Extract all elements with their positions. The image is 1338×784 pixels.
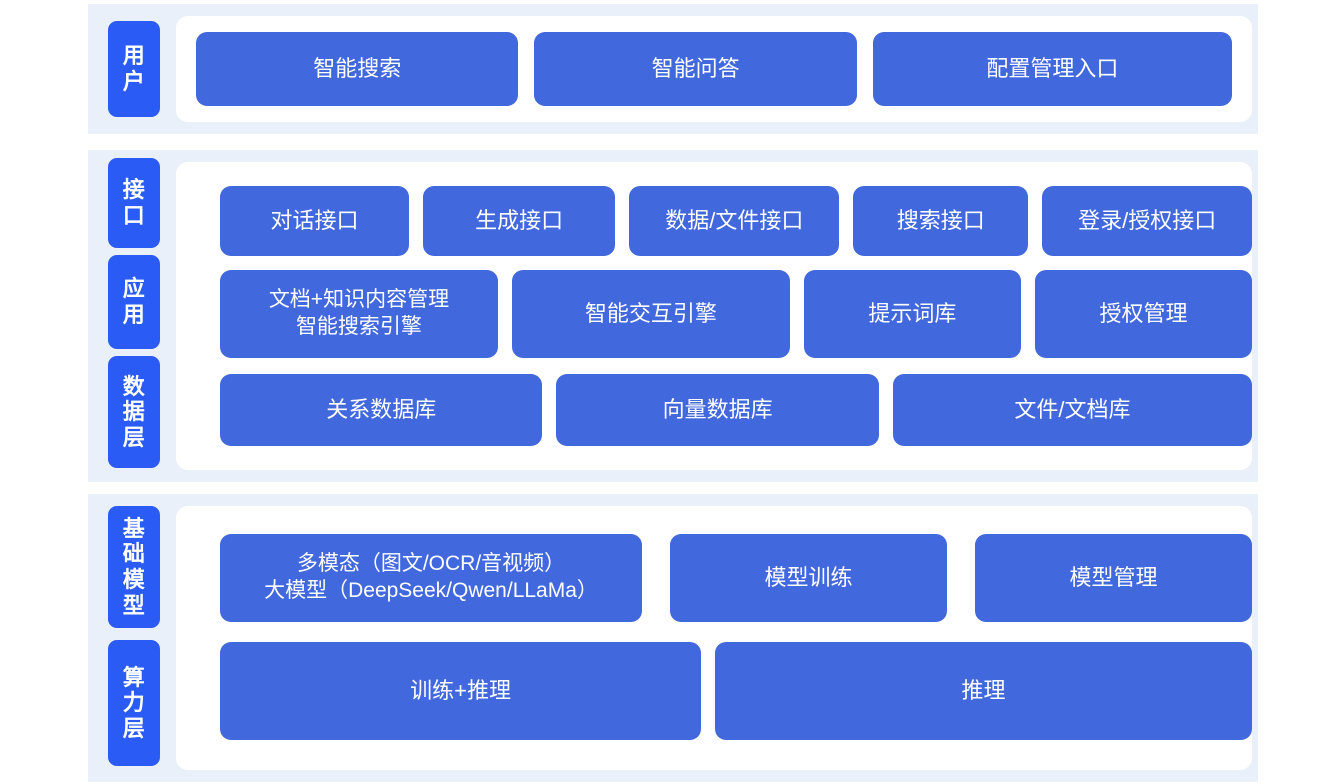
box-smart-interaction-engine[interactable]: 智能交互引擎 xyxy=(511,270,790,358)
tab-user-char-0: 用 xyxy=(122,43,146,69)
box-multimodal-line-2: 大模型（DeepSeek/Qwen/LLaMa） xyxy=(264,579,598,602)
box-smart-qa[interactable]: 智能问答 xyxy=(534,32,857,106)
box-dialog-api[interactable]: 对话接口 xyxy=(220,186,409,256)
tab-api-char-0: 接 xyxy=(122,177,146,203)
box-inference[interactable]: 推理 xyxy=(715,642,1252,740)
box-doc-knowledge-line-2: 智能搜索引擎 xyxy=(295,315,422,338)
section-card-middle: 对话接口 生成接口 数据/文件接口 搜索接口 登录/授权接口 文档+知识内容管理… xyxy=(176,162,1253,470)
tab-application-char-1: 用 xyxy=(122,302,146,327)
box-multimodal-large-model[interactable]: 多模态（图文/OCR/音视频） 大模型（DeepSeek/Qwen/LLaMa） xyxy=(220,534,642,622)
tab-data-layer-char-1: 据 xyxy=(122,399,146,425)
tab-compute-layer-char-2: 层 xyxy=(122,715,146,741)
tab-user[interactable]: 用 户 xyxy=(108,21,160,117)
box-config-management-entry[interactable]: 配置管理入口 xyxy=(872,32,1232,106)
box-model-training[interactable]: 模型训练 xyxy=(670,534,947,622)
compute-layer-row: 训练+推理 推理 xyxy=(220,642,1252,740)
box-file-document-store[interactable]: 文件/文档库 xyxy=(892,374,1252,446)
box-authorization-management[interactable]: 授权管理 xyxy=(1034,270,1252,358)
tab-column-base: 基 础 模 型 算 力 层 xyxy=(108,494,160,782)
tab-column-middle: 接 口 应 用 数 据 层 xyxy=(108,150,160,482)
tab-application-char-0: 应 xyxy=(122,276,146,302)
tab-data-layer[interactable]: 数 据 层 xyxy=(108,356,160,468)
box-generation-api[interactable]: 生成接口 xyxy=(422,186,616,256)
box-model-management[interactable]: 模型管理 xyxy=(975,534,1252,622)
box-prompt-library[interactable]: 提示词库 xyxy=(803,270,1021,358)
tab-data-layer-char-0: 数 xyxy=(122,373,146,399)
box-search-api[interactable]: 搜索接口 xyxy=(853,186,1029,256)
tab-application[interactable]: 应 用 xyxy=(108,255,160,349)
tab-user-char-1: 户 xyxy=(122,69,146,94)
tab-compute-layer-char-0: 算 xyxy=(122,664,146,690)
box-multimodal-line-1: 多模态（图文/OCR/音视频） xyxy=(296,552,566,576)
box-doc-knowledge-search-engine[interactable]: 文档+知识内容管理 智能搜索引擎 xyxy=(220,270,498,358)
data-layer-row: 关系数据库 向量数据库 文件/文档库 xyxy=(220,374,1252,446)
tab-api[interactable]: 接 口 xyxy=(108,158,160,248)
tab-compute-layer-char-1: 力 xyxy=(122,690,146,716)
tab-foundation-model[interactable]: 基 础 模 型 xyxy=(108,506,160,628)
api-row: 对话接口 生成接口 数据/文件接口 搜索接口 登录/授权接口 xyxy=(220,186,1253,256)
box-vector-database[interactable]: 向量数据库 xyxy=(556,374,879,446)
tab-column-user: 用 户 xyxy=(108,4,160,134)
tab-foundation-model-char-0: 基 xyxy=(122,515,146,541)
box-login-auth-api[interactable]: 登录/授权接口 xyxy=(1042,186,1253,256)
section-card-base: 多模态（图文/OCR/音视频） 大模型（DeepSeek/Qwen/LLaMa）… xyxy=(176,506,1252,770)
application-row: 文档+知识内容管理 智能搜索引擎 智能交互引擎 提示词库 授权管理 xyxy=(220,270,1252,358)
tab-foundation-model-char-3: 型 xyxy=(122,592,146,618)
box-relational-database[interactable]: 关系数据库 xyxy=(220,374,543,446)
foundation-model-row: 多模态（图文/OCR/音视频） 大模型（DeepSeek/Qwen/LLaMa）… xyxy=(220,534,1252,622)
tab-foundation-model-char-2: 模 xyxy=(122,567,146,592)
box-doc-knowledge-line-1: 文档+知识内容管理 xyxy=(268,288,450,312)
user-entries-row: 智能搜索 智能问答 配置管理入口 xyxy=(196,32,1232,106)
tab-foundation-model-char-1: 础 xyxy=(122,541,146,567)
tab-api-char-1: 口 xyxy=(122,203,146,228)
tab-data-layer-char-2: 层 xyxy=(122,424,146,450)
box-data-file-api[interactable]: 数据/文件接口 xyxy=(629,186,840,256)
box-smart-search[interactable]: 智能搜索 xyxy=(196,32,519,106)
box-training-and-inference[interactable]: 训练+推理 xyxy=(220,642,702,740)
tab-compute-layer[interactable]: 算 力 层 xyxy=(108,640,160,766)
section-card-user: 智能搜索 智能问答 配置管理入口 xyxy=(176,16,1252,122)
